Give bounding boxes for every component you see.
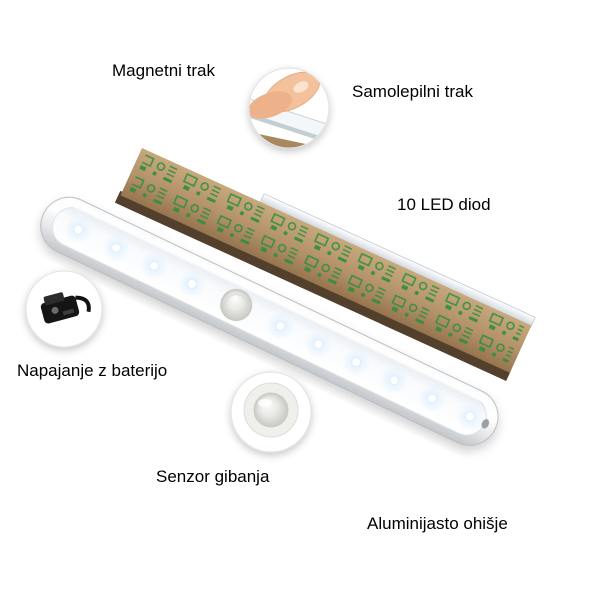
tape-edge <box>249 112 329 144</box>
mounting-hole <box>481 419 490 429</box>
label-battery-power: Napajanje z baterijo <box>17 361 168 380</box>
label-magnetic-strip: Magnetni trak <box>112 61 215 80</box>
label-aluminum-housing: Aluminijasto ohišje <box>367 514 508 533</box>
led-dot <box>427 393 438 404</box>
finger <box>249 91 292 119</box>
led-dot <box>313 339 324 350</box>
battery-inset <box>25 270 103 348</box>
magnetic-adhesive-strip <box>114 147 536 381</box>
bar-highlight <box>65 197 493 406</box>
strip-green-markings <box>127 153 525 368</box>
led-dot <box>149 260 160 271</box>
led-bar <box>40 196 499 446</box>
fingernail <box>293 81 309 93</box>
label-adhesive-strip: Samolepilni trak <box>352 82 473 101</box>
led-dot <box>464 411 475 422</box>
motion-sensor-ring <box>225 293 248 316</box>
led-dot <box>73 224 84 235</box>
label-motion-sensor: Senzor gibanja <box>156 467 270 486</box>
led-dot <box>275 321 286 332</box>
led-dot <box>351 357 362 368</box>
battery-connector-clip <box>40 292 91 324</box>
led-row <box>64 215 484 431</box>
adhesive-peel-inset <box>248 67 330 149</box>
led-dot <box>111 242 122 253</box>
label-led-count: 10 LED diod <box>397 195 491 214</box>
led-dot <box>389 375 400 386</box>
sensor-inset <box>230 371 312 453</box>
led-dot <box>186 278 197 289</box>
pir-dome <box>253 392 289 428</box>
dome-highlight <box>258 399 272 407</box>
strip-side-edge <box>114 190 512 381</box>
